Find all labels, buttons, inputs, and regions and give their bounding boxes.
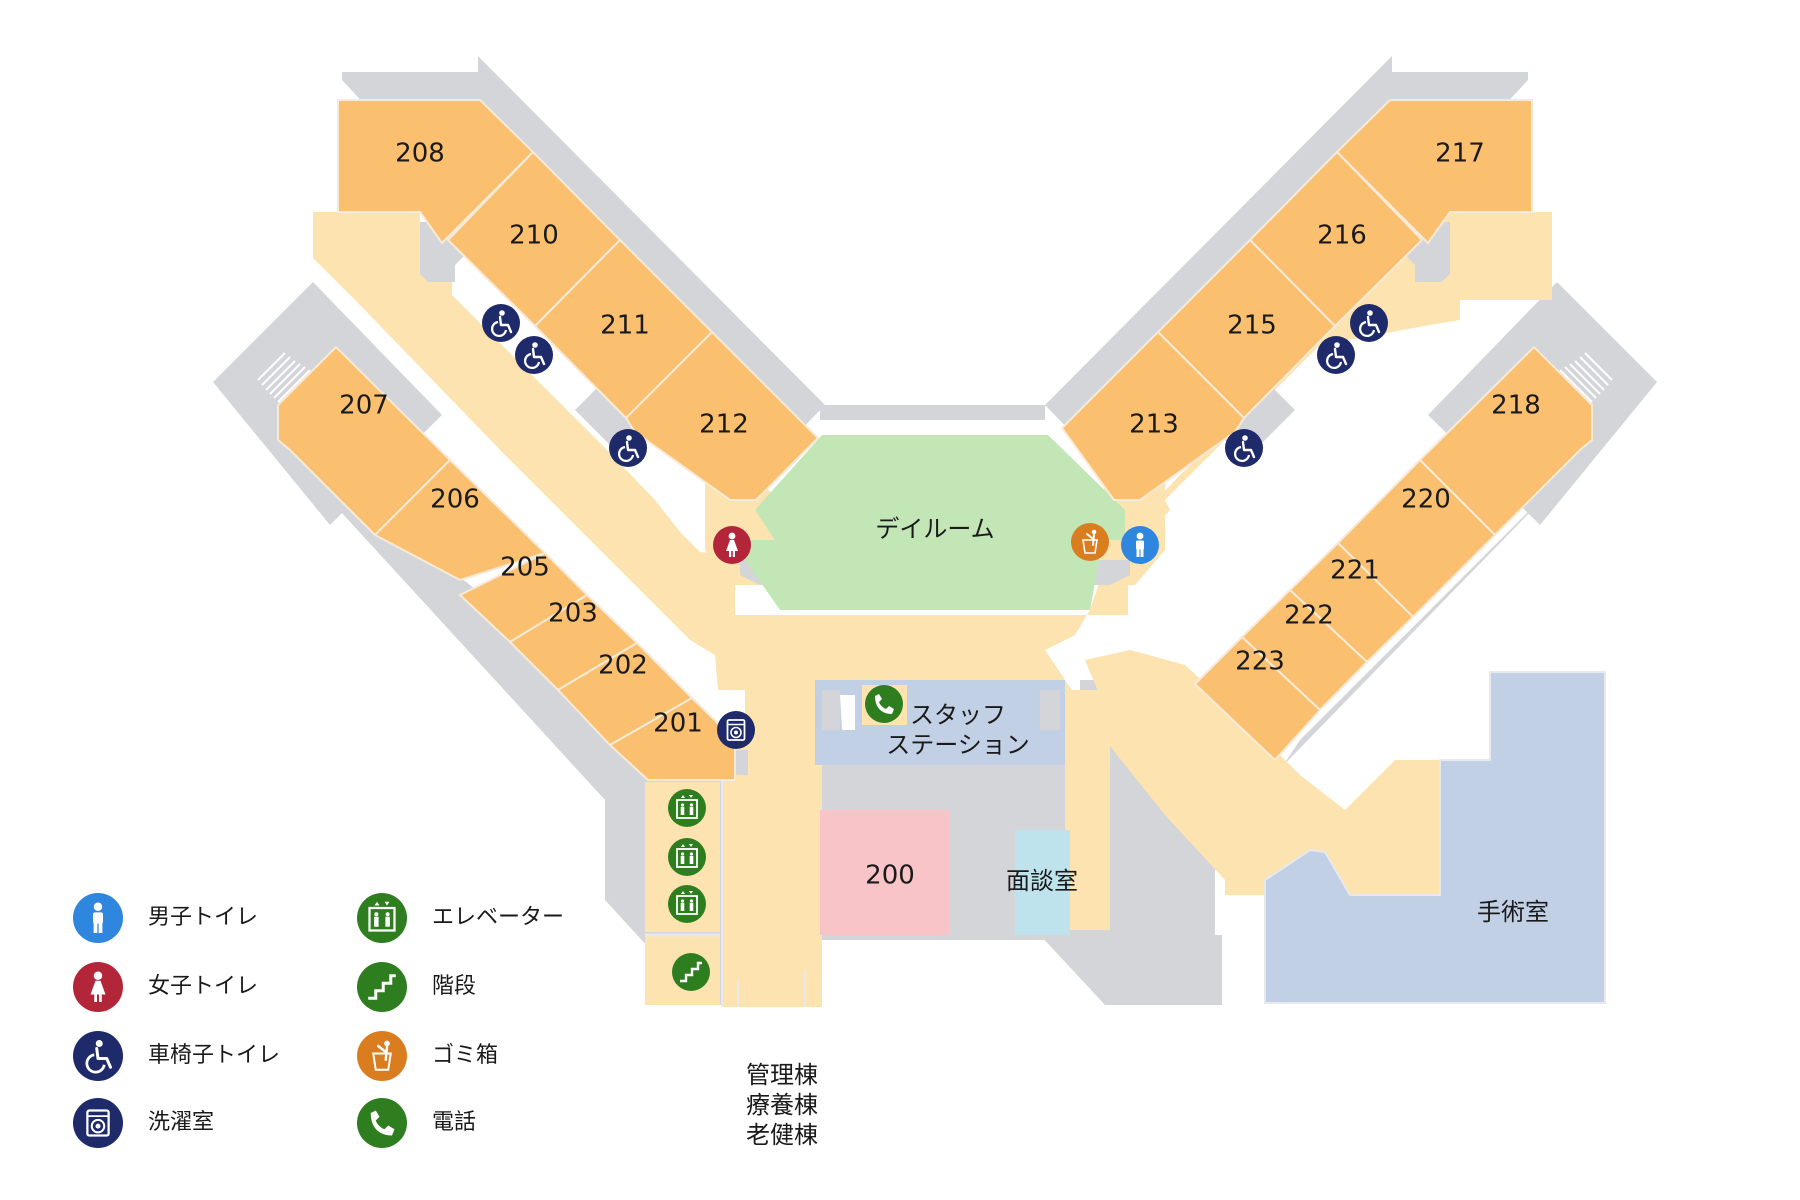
legend-label: 階段 [432,974,476,999]
legend-label: 電話 [432,1110,476,1135]
stairs-icon [357,962,407,1012]
male-toilet-icon [73,893,123,943]
trash-icon [357,1031,407,1081]
room-208[interactable] [337,99,535,245]
room-label-216: 216 [1317,221,1367,251]
legend-label: エレベーター [432,905,564,930]
room-label-200: 200 [865,861,915,891]
staff-station-label-line2: ステーション [886,731,1030,759]
patient-rooms [277,99,1593,781]
legend-item-male-toilet: 男子トイレ [73,893,258,943]
room-label-223: 223 [1235,647,1285,677]
staff-station-label-line1: スタッフ [910,701,1006,729]
exit-label-line3: 老健棟 [746,1121,818,1149]
room-212[interactable] [624,330,820,501]
female-toilet-icon[interactable] [713,526,751,564]
male-toilet-icon[interactable] [1121,526,1159,564]
room-206[interactable] [373,458,547,582]
room-label-217: 217 [1435,139,1485,169]
elevator-icon[interactable] [668,885,706,923]
elevator-icon [357,893,407,943]
laundry-icon [73,1098,123,1148]
room-label-222: 222 [1284,601,1334,631]
elevator-icon[interactable] [668,789,706,827]
stairs-icon[interactable] [672,953,710,991]
legend-item-wheelchair-toilet: 車椅子トイレ [73,1031,280,1081]
legend-item-trash: ゴミ箱 [357,1031,498,1081]
interview-room-label: 面談室 [1006,867,1078,895]
wheelchair-toilet-icon[interactable] [1317,336,1355,374]
room-label-205: 205 [500,553,550,583]
operating-room-label: 手術室 [1477,898,1549,926]
map-icons [482,304,1388,991]
wheelchair-toilet-icon[interactable] [1225,429,1263,467]
legend-label: 洗濯室 [148,1110,214,1135]
exit-label-line1: 管理棟 [746,1061,818,1089]
legend-label: 女子トイレ [148,974,258,999]
wheelchair-toilet-icon[interactable] [482,304,520,342]
room-label-211: 211 [600,311,650,341]
legend-item-elevator: エレベーター [357,893,564,943]
legend-item-female-toilet: 女子トイレ [73,962,258,1012]
room-223[interactable] [1193,635,1322,762]
room-label-212: 212 [699,410,749,440]
elevator-icon[interactable] [668,838,706,876]
room-label-215: 215 [1227,311,1277,341]
room-label-208: 208 [395,139,445,169]
legend-label: ゴミ箱 [432,1043,498,1068]
room-213[interactable] [1060,330,1246,501]
wheelchair-toilet-icon [73,1031,123,1081]
room-label-218: 218 [1491,391,1541,421]
interview-room[interactable] [1015,830,1070,935]
legend-label: 男子トイレ [148,905,258,930]
legend-item-stairs: 階段 [357,962,476,1012]
exit-label-line2: 療養棟 [746,1091,818,1119]
room-217[interactable] [1335,99,1533,245]
trash-icon[interactable] [1071,523,1109,561]
wheelchair-toilet-icon[interactable] [609,429,647,467]
phone-icon [357,1098,407,1148]
legend-item-laundry: 洗濯室 [73,1098,214,1148]
room-label-206: 206 [430,485,480,515]
room-label-221: 221 [1330,556,1380,586]
room-label-201: 201 [653,709,703,739]
legend-item-phone: 電話 [357,1098,476,1148]
female-toilet-icon [73,962,123,1012]
wheelchair-toilet-icon[interactable] [1350,304,1388,342]
laundry-icon[interactable] [717,711,755,749]
room-label-213: 213 [1129,410,1179,440]
day-room[interactable] [745,435,1125,610]
room-label-202: 202 [598,651,648,681]
room-label-203: 203 [548,599,598,629]
room-label-207: 207 [339,391,389,421]
phone-icon[interactable] [865,685,903,723]
room-200[interactable] [820,810,950,935]
day-room-label: デイルーム [875,515,994,543]
operating-room[interactable] [1264,671,1606,1004]
room-label-210: 210 [509,221,559,251]
room-label-220: 220 [1401,485,1451,515]
wheelchair-toilet-icon[interactable] [515,336,553,374]
legend-label: 車椅子トイレ [148,1043,280,1068]
